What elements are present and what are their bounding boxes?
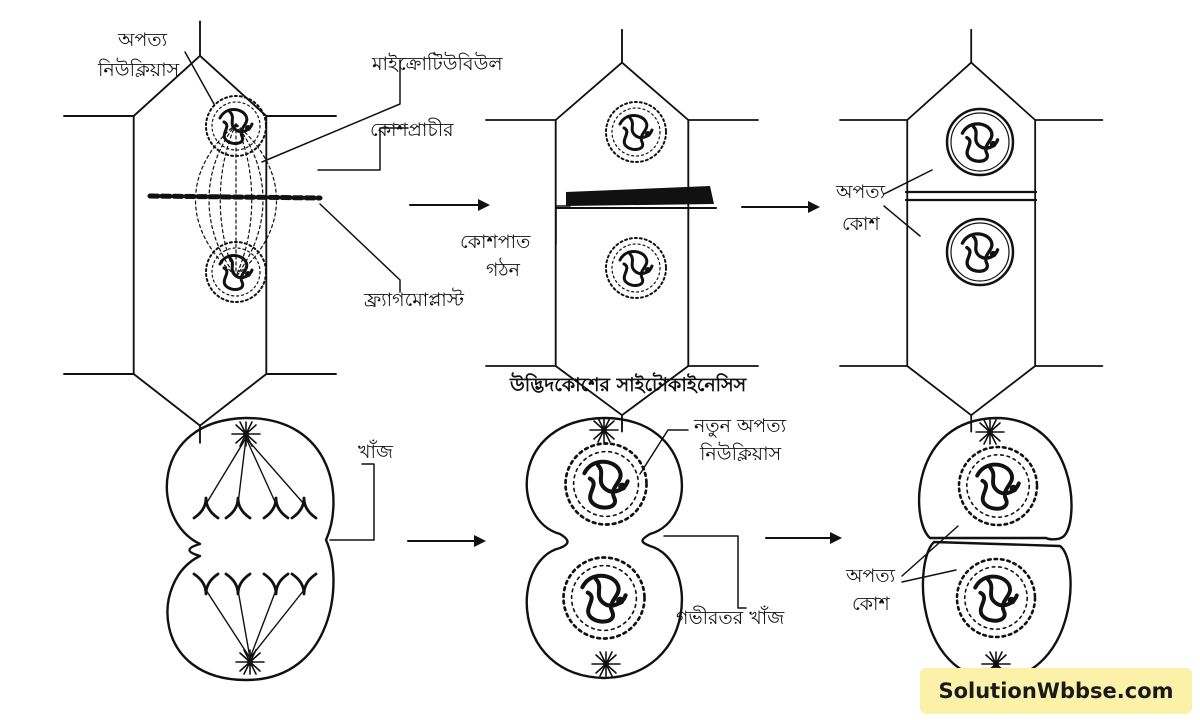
- label-cell-plate-1: কোশপাত: [460, 231, 531, 253]
- label-daughter-cell-bottom-2: কোশ: [852, 593, 891, 615]
- label-new-daughter-nucleus-1: নতুন অপত্য: [693, 415, 787, 438]
- label-furrow: খাঁজ: [358, 440, 394, 463]
- label-phragmoplast: ফ্র্যাগমোপ্লাস্ট: [363, 288, 465, 311]
- label-microtubule: মাইক্রোটিউবিউল: [371, 52, 503, 75]
- bottom-leader-lines: [329, 429, 959, 609]
- site-watermark: SolutionWbbse.com: [920, 668, 1192, 714]
- label-cell-wall: কোশপ্রাচীর: [370, 118, 454, 141]
- plant-cell-3-contents: [904, 109, 1038, 285]
- arrow-top-1: [409, 199, 490, 211]
- label-cell-plate-2: গঠন: [486, 258, 521, 281]
- label-deeper-furrow: গভীরতর খাঁজ: [676, 606, 785, 629]
- label-new-daughter-nucleus-2: নিউক্লিয়াস: [699, 442, 782, 465]
- label-daughter-cell-top-1: অপত্য: [835, 181, 886, 203]
- arrow-bottom-2: [765, 532, 842, 544]
- top-leader-lines: [184, 51, 933, 293]
- animal-cell-3: [917, 416, 1073, 682]
- diagram-title: উদ্ভিদকোশের সাইটোকাইনেসিস: [509, 372, 748, 396]
- plant-cell-1-contents: [147, 96, 323, 302]
- arrow-top-2: [741, 201, 820, 213]
- plant-cell-2-contents: [555, 102, 717, 298]
- label-daughter-nucleus-2: নিউক্লিয়াস: [97, 58, 180, 81]
- arrow-bottom-1: [407, 535, 486, 547]
- label-daughter-cell-top-2: কোশ: [842, 213, 881, 235]
- animal-cell-2: [525, 416, 684, 680]
- label-daughter-nucleus-1: অপত্য: [117, 29, 168, 51]
- label-daughter-cell-bottom-1: অপত্য: [845, 565, 896, 587]
- animal-cell-1: [165, 416, 335, 682]
- plant-cell-1: [63, 20, 337, 444]
